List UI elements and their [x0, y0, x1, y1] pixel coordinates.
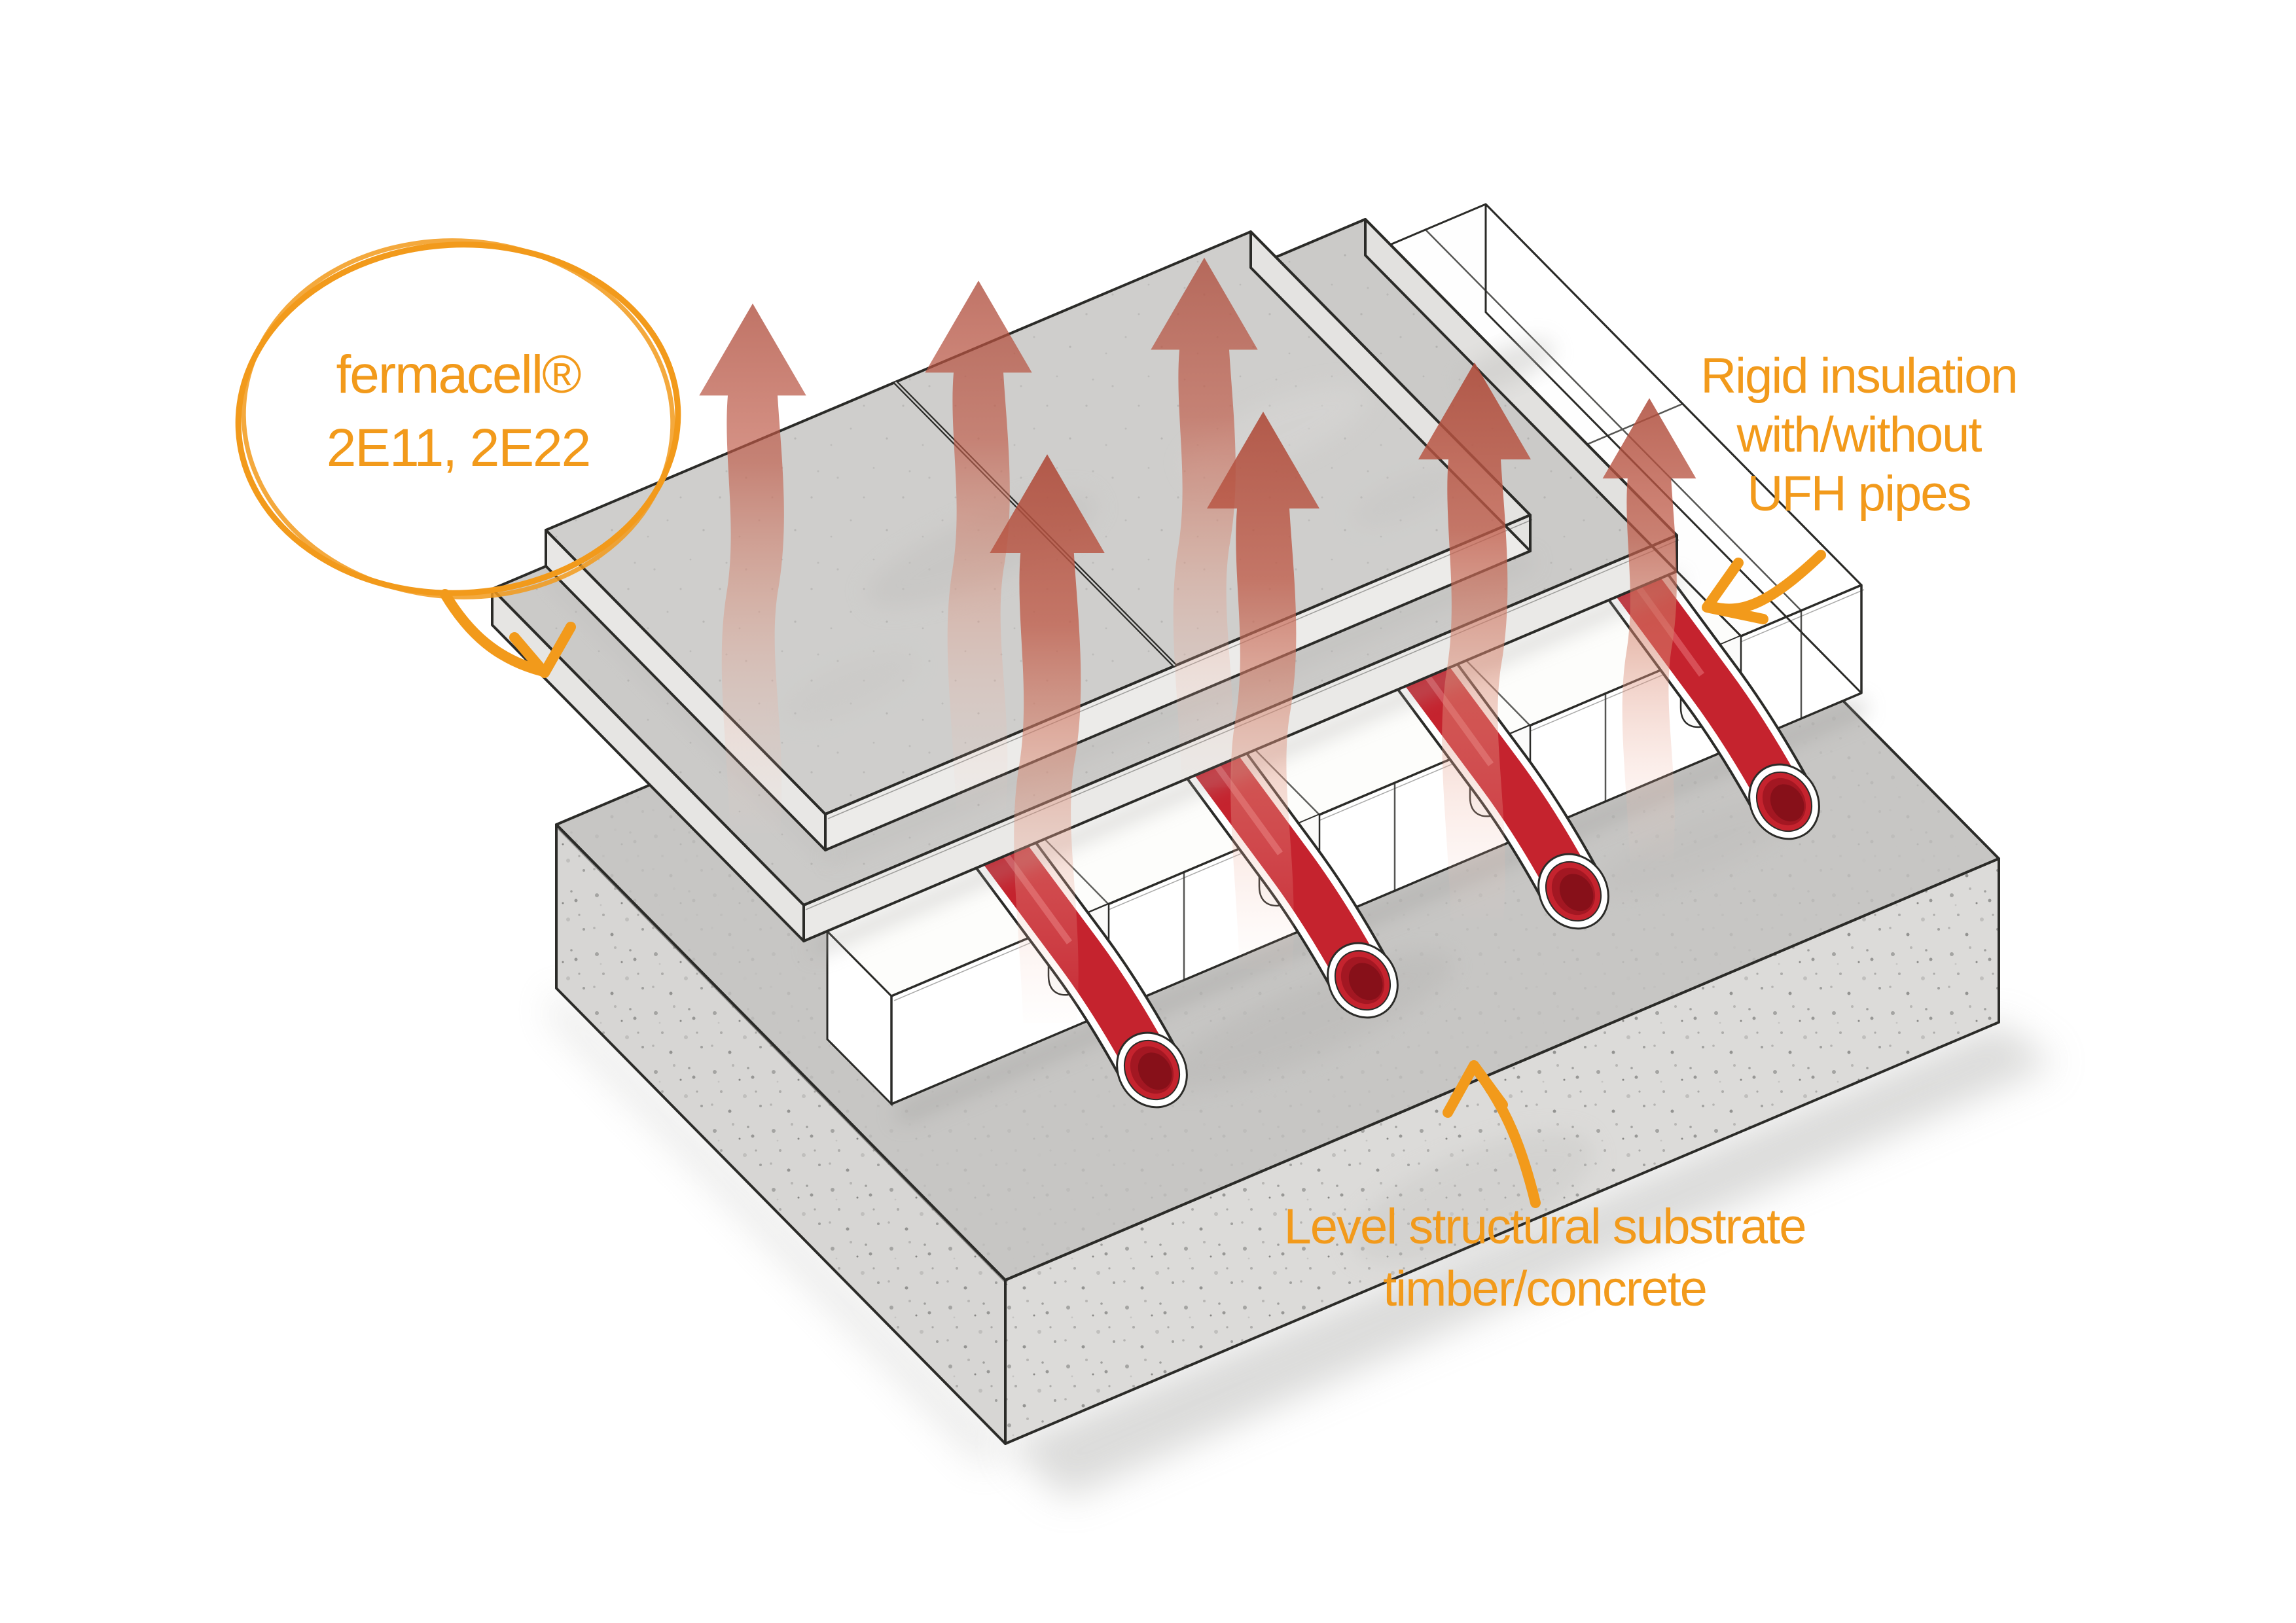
slab-drop-shadow-left	[548, 988, 1005, 1469]
bubble-outline	[235, 241, 681, 596]
pipe-mouth	[1748, 763, 1820, 840]
insulation-label-line2: with/without	[1736, 407, 1982, 463]
insulation-label-line3: UFH pipes	[1748, 466, 1971, 522]
ufh-pipe	[974, 829, 1188, 1109]
board1-outlines	[491, 218, 1678, 942]
annotation-arrow-icon	[1443, 1060, 1541, 1208]
substrate-label-line2: timber/concrete	[1383, 1261, 1706, 1317]
bubble-arrow-icon	[440, 589, 576, 678]
board2-wash	[783, 652, 918, 722]
insulation-contact-shadow	[895, 698, 1867, 1124]
board1-right-edge	[1365, 219, 1677, 571]
right-face-outline	[1484, 203, 1863, 694]
ufh-pipes	[974, 560, 1820, 1109]
slab-left-texture	[556, 825, 1005, 1444]
label-rigid-insulation: Rigid insulation with/without UFH pipes	[1700, 348, 2018, 624]
pipe-mouth	[1116, 1031, 1188, 1109]
pipe-mouth	[1537, 853, 1609, 930]
annotations: fermacell® 2E11, 2E22 Rigid insulation w…	[235, 238, 2018, 1317]
slab-face-wash	[1350, 1131, 1595, 1264]
sketch-line	[558, 829, 1008, 1285]
ufh-pipe	[1185, 739, 1399, 1019]
substrate-label-line1: Level structural substrate	[1283, 1199, 1805, 1255]
board2-contact-shadow-left	[547, 571, 833, 862]
insulation-front-band	[891, 585, 1861, 1104]
board2-wash	[1352, 468, 1462, 527]
ufh-pipe	[1606, 560, 1820, 840]
insulation-left-face	[827, 931, 891, 1104]
ufh-pipe	[1395, 650, 1609, 930]
label-substrate: Level structural substrate timber/concre…	[1283, 1060, 1807, 1317]
pipe-mouth	[1327, 942, 1399, 1019]
board1-left-edge	[492, 589, 804, 941]
slab-top-wash	[1598, 793, 1805, 896]
speech-bubble: fermacell® 2E11, 2E22	[235, 238, 681, 678]
bubble-line1: fermacell®	[336, 345, 581, 404]
slab-drop-shadow	[1005, 1022, 2055, 1499]
bubble-line2: 2E11, 2E22	[327, 418, 590, 478]
slab-right-outline	[1004, 857, 2000, 1445]
annotation-arrow-icon	[1702, 550, 1826, 624]
insulation-label-line1: Rigid insulation	[1700, 348, 2017, 404]
